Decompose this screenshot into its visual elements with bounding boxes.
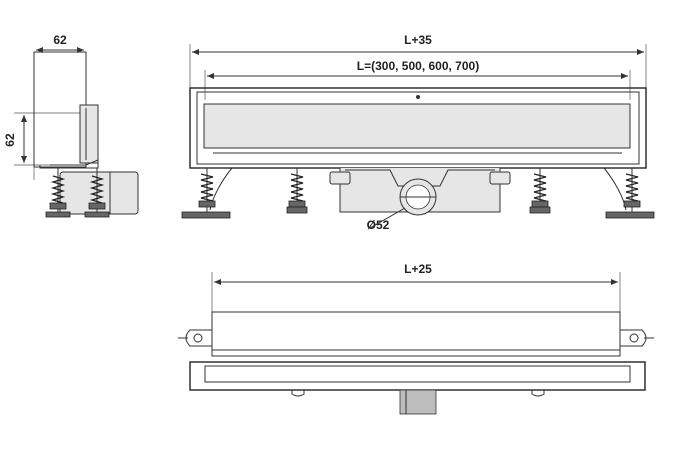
side-view: 62 62	[3, 33, 139, 218]
bottom-grate	[211, 311, 621, 357]
side-profile-outline	[33, 51, 87, 168]
bottom-overall-label: L+25	[404, 262, 432, 276]
side-foot-left	[45, 168, 71, 218]
front-view: L+35 L=(300, 500, 600, 700) Ø52	[181, 33, 655, 232]
bottom-outlet-pipe	[399, 389, 437, 415]
bottom-hook-right	[531, 390, 545, 397]
front-foot-1	[181, 167, 233, 219]
front-foot-3	[529, 168, 551, 214]
front-length-label: L=(300, 500, 600, 700)	[357, 59, 479, 73]
front-foot-4	[603, 167, 655, 219]
side-height-label: 62	[3, 133, 17, 147]
outlet-leader-line	[369, 207, 406, 229]
front-foot-2	[286, 168, 308, 214]
bottom-hook-left	[291, 390, 305, 397]
side-grate-lip	[79, 104, 99, 164]
bottom-tab-right	[620, 329, 654, 347]
bottom-view: L+25	[178, 262, 654, 415]
side-flange	[39, 159, 99, 169]
outlet-diameter-label: Ø52	[367, 218, 390, 232]
front-overall-label: L+35	[404, 33, 432, 47]
side-width-label: 62	[53, 33, 67, 47]
side-foot-right	[84, 168, 110, 218]
grate-hole	[416, 95, 420, 99]
channel-grate	[203, 103, 631, 149]
bottom-tab-left	[178, 329, 212, 347]
